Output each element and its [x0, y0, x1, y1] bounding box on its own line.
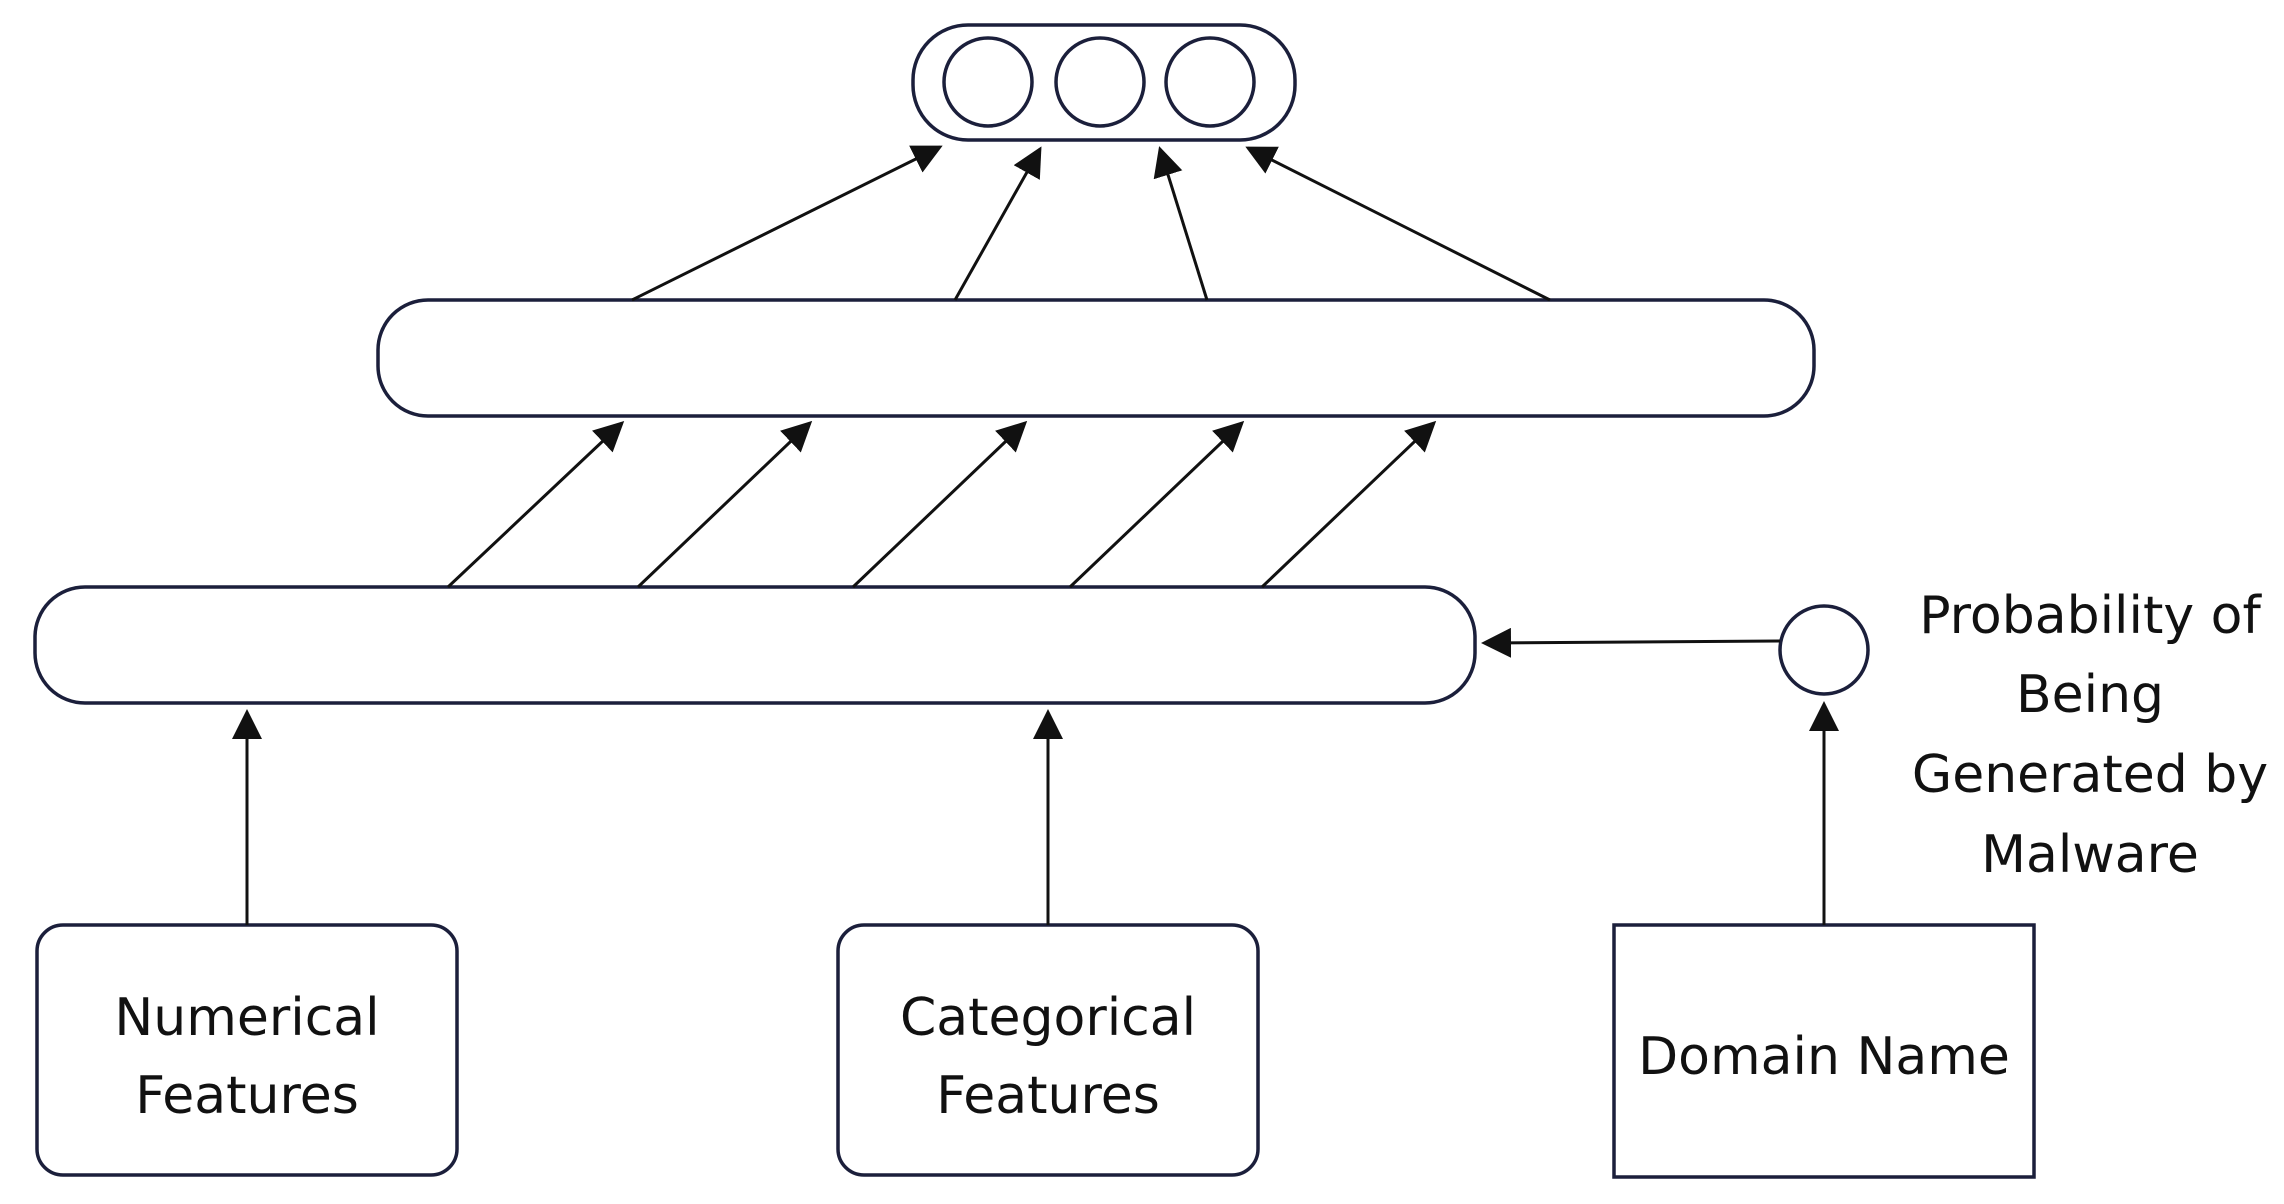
numerical-features-label-line2: Features	[135, 1066, 359, 1126]
domain-name-box	[1612, 923, 2036, 1179]
connections-hidden1-to-hidden2	[446, 420, 1437, 589]
arrow-h2-out-4	[1245, 146, 1551, 302]
categorical-features-box	[836, 923, 1260, 1177]
probability-label-line1: Probability of	[1919, 586, 2262, 646]
categorical-features-label-line2: Features	[936, 1066, 1160, 1126]
arrow-h1-h2-1	[446, 420, 625, 589]
output-node-3	[1164, 36, 1256, 128]
arrow-h2-out-2	[953, 146, 1042, 301]
probability-label-line2: Being	[2016, 665, 2164, 725]
categorical-features-label-line1: Categorical	[900, 988, 1196, 1048]
arrow-h1-h2-4	[1068, 420, 1245, 589]
connections-hidden2-to-output	[631, 145, 1551, 302]
hidden-layer-1	[33, 585, 1477, 705]
hidden-layer-2	[376, 298, 1816, 418]
arrow-h1-h2-3	[851, 420, 1028, 589]
probability-label-line4: Malware	[1981, 825, 2199, 885]
arrow-h2-out-1	[631, 145, 943, 302]
numerical-features-box	[35, 923, 459, 1177]
arrow-probability-to-hidden1	[1481, 627, 1781, 658]
arrow-h2-out-3	[1153, 146, 1209, 301]
arrow-h1-h2-5	[1260, 420, 1437, 589]
output-layer	[911, 23, 1297, 142]
probability-label-line3: Generated by	[1912, 745, 2268, 805]
connections-inputs-to-hidden1	[232, 627, 1839, 925]
output-node-1	[942, 36, 1034, 128]
probability-node	[1778, 604, 1870, 696]
numerical-features-label-line1: Numerical	[114, 988, 379, 1048]
output-node-2	[1054, 36, 1146, 128]
domain-name-label: Domain Name	[1638, 1027, 2010, 1087]
arrow-h1-h2-2	[636, 420, 813, 589]
